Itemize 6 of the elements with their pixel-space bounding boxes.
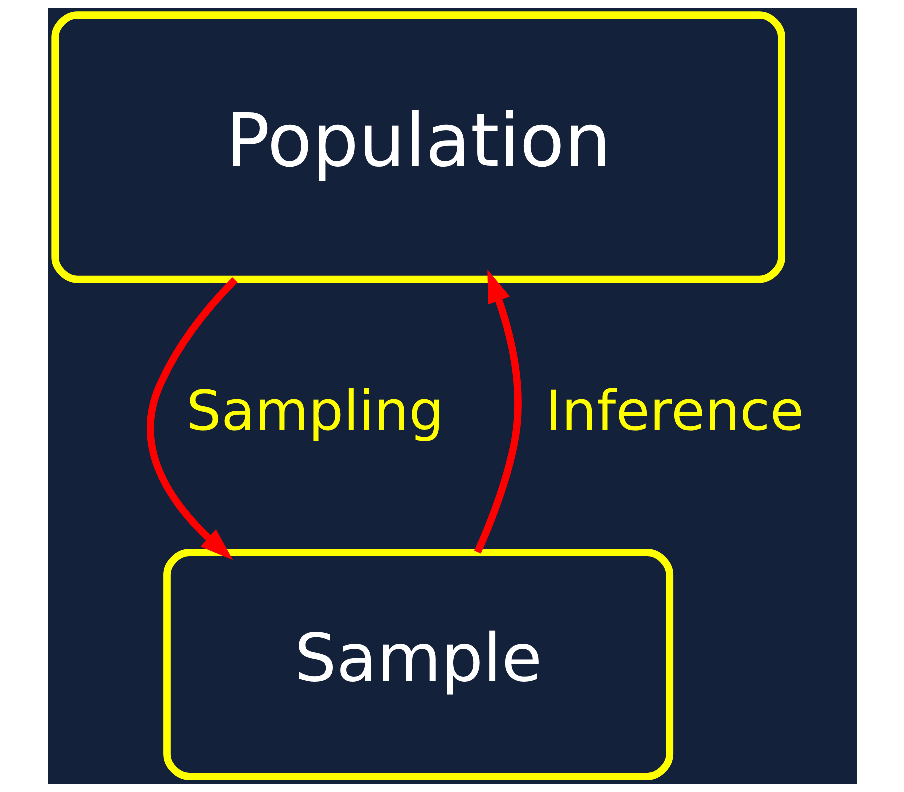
node-box: Sample <box>163 549 674 780</box>
node-box: Population <box>51 12 785 284</box>
edge-label: Inference <box>545 378 804 443</box>
arrow <box>146 278 238 560</box>
edge-label: Sampling <box>186 378 444 443</box>
arrow <box>474 270 522 554</box>
